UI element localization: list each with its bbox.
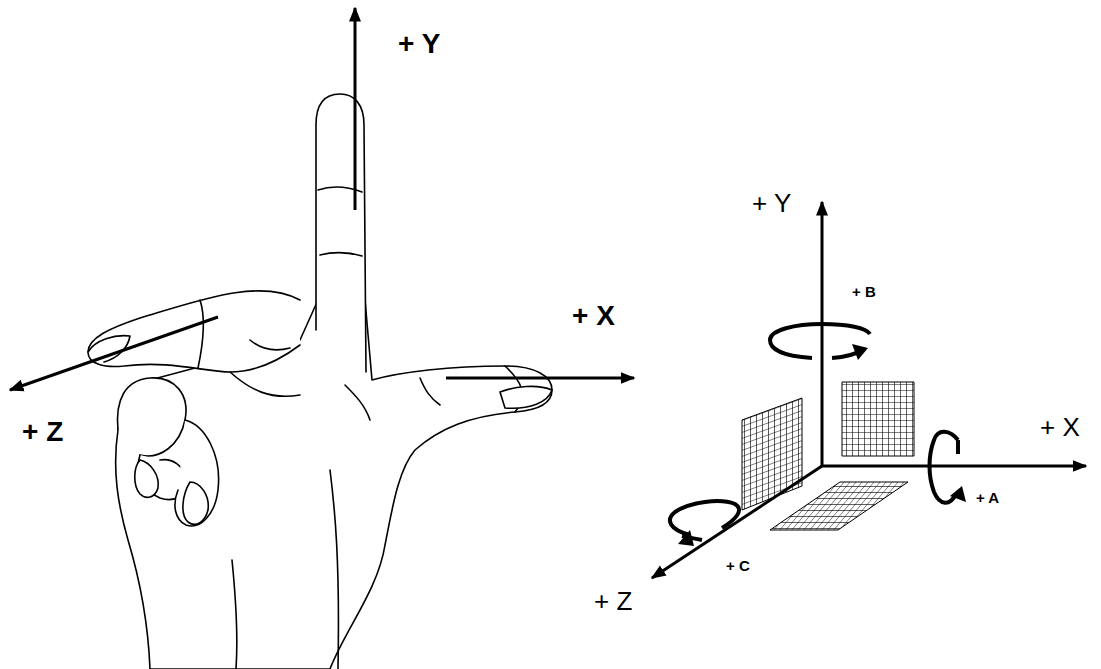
- axis-label: + Y: [752, 190, 791, 216]
- axis-label: + X: [572, 302, 615, 330]
- hand-drawing: [88, 94, 552, 669]
- rotation-label: + B: [852, 284, 876, 299]
- axis-label: + Z: [22, 418, 63, 446]
- coordinate-axes: [652, 202, 1086, 578]
- rotation-arrowheads: [678, 344, 966, 546]
- rotation-arrows: [670, 324, 958, 540]
- rotation-label: + A: [976, 490, 999, 505]
- axis-label: + X: [1040, 414, 1080, 440]
- rotation-label: + C: [726, 558, 750, 573]
- coordinate-plane-grids: [742, 382, 914, 530]
- hand-axis-arrows: [10, 8, 634, 390]
- axis-label: + Y: [398, 30, 440, 58]
- axis-label: + Z: [594, 588, 632, 614]
